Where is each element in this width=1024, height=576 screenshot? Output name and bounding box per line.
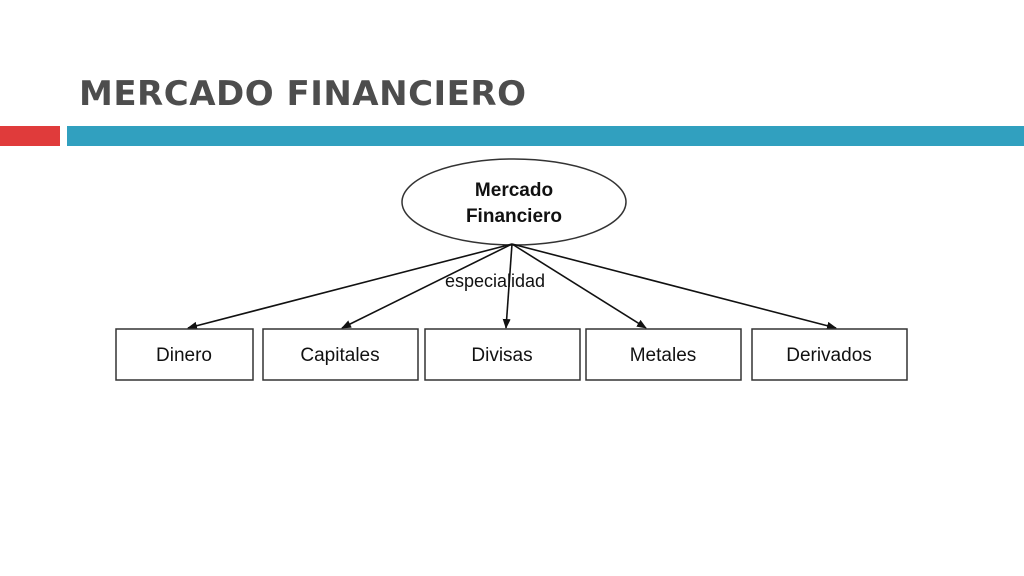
child-node-label: Capitales <box>300 345 379 366</box>
child-node-dinero: Dinero <box>115 328 254 381</box>
root-node-label-line2: Financiero <box>466 206 562 227</box>
child-node-divisas: Divisas <box>424 328 581 381</box>
root-node <box>401 158 627 246</box>
child-node-label: Dinero <box>156 345 212 366</box>
child-node-capitales: Capitales <box>262 328 419 381</box>
arrow-to-derivados <box>511 243 837 330</box>
slide-title: MERCADO FINANCIERO <box>79 74 527 114</box>
arrow-to-capitales <box>341 243 513 329</box>
arrow-group <box>187 243 837 330</box>
child-node-label: Divisas <box>471 345 532 366</box>
child-node-derivados: Derivados <box>751 328 908 381</box>
child-node-label: Derivados <box>786 345 872 366</box>
edge-label: especialidad <box>445 271 545 291</box>
arrow-to-divisas <box>502 243 513 329</box>
child-node-metales: Metales <box>585 328 742 381</box>
arrow-to-metales <box>511 243 647 329</box>
title-accent-bar-red <box>0 126 60 146</box>
root-node-label-line1: Mercado <box>475 180 553 201</box>
title-accent-bar-blue <box>67 126 1024 146</box>
child-node-label: Metales <box>630 345 697 366</box>
arrow-to-dinero <box>187 243 513 330</box>
